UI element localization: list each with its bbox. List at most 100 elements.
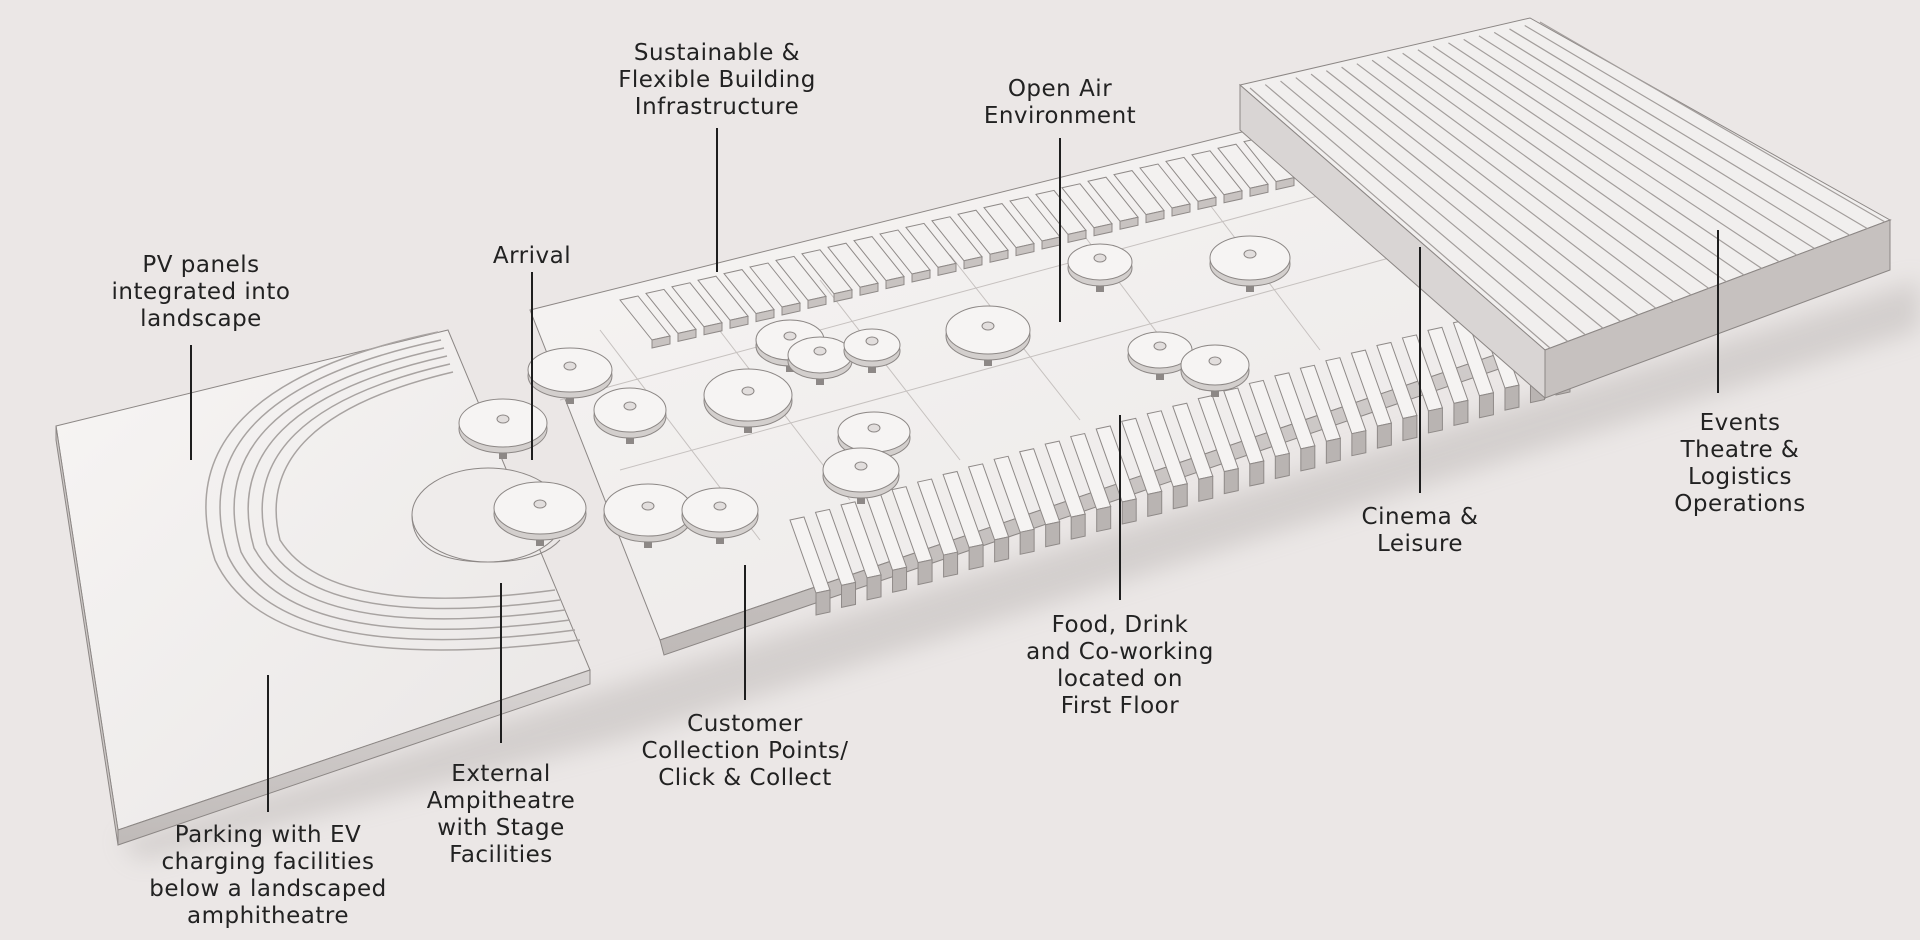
south-fin-edge bbox=[841, 581, 857, 609]
south-fin-edge bbox=[917, 559, 933, 586]
label-parking: Parking with EV charging facilities belo… bbox=[149, 822, 387, 929]
theatre-rib bbox=[1280, 80, 1586, 336]
pod-cap bbox=[533, 499, 547, 509]
leader-lines bbox=[190, 128, 1719, 812]
north-fin-edge bbox=[1119, 216, 1139, 230]
south-fin-edge bbox=[892, 566, 908, 593]
north-fin-edge bbox=[1171, 203, 1191, 217]
south-fin-edge bbox=[1504, 384, 1520, 411]
north-fin-edge bbox=[1249, 183, 1269, 197]
south-fin-edge bbox=[1172, 483, 1188, 510]
pod-cap bbox=[854, 461, 868, 471]
south-fin-edge bbox=[1096, 505, 1112, 533]
south-fin-edge bbox=[815, 589, 831, 616]
north-fin-edge bbox=[885, 275, 905, 290]
pod-cap bbox=[867, 423, 881, 433]
label-open-air: Open Air Environment bbox=[983, 76, 1137, 129]
theatre-rib bbox=[1463, 38, 1798, 256]
label-food-drink: Food, Drink and Co-working located on Fi… bbox=[1026, 612, 1214, 719]
south-fin-edge bbox=[1019, 528, 1035, 555]
theatre-rib bbox=[1493, 31, 1833, 243]
label-events-theatre: Events Theatre & Logistics Operations bbox=[1674, 410, 1806, 517]
south-fin-edge bbox=[1402, 414, 1418, 442]
theatre-rib bbox=[1524, 24, 1868, 230]
north-fin-edge bbox=[703, 322, 723, 336]
south-fin-edge bbox=[1249, 460, 1265, 487]
pod-cap bbox=[623, 401, 637, 411]
theatre-rib bbox=[1432, 45, 1762, 269]
south-fin-edge bbox=[1223, 468, 1239, 495]
north-fin-edge bbox=[937, 262, 957, 277]
south-fin-edge bbox=[1147, 490, 1163, 517]
theatre-rib bbox=[1249, 87, 1551, 349]
north-fin-edge bbox=[911, 269, 931, 283]
pod-cap bbox=[813, 346, 827, 356]
label-sustainable: Sustainable & Flexible Building Infrastr… bbox=[618, 40, 816, 120]
pod-cap bbox=[713, 501, 727, 511]
label-cinema: Cinema & Leisure bbox=[1361, 504, 1479, 557]
pod-cap bbox=[563, 361, 577, 371]
south-fin-edge bbox=[1351, 430, 1367, 457]
pod-cap bbox=[1093, 253, 1107, 263]
parking-plinth bbox=[55, 329, 591, 846]
south-fin-edge bbox=[943, 551, 959, 578]
north-fin-edge bbox=[677, 328, 697, 343]
pod-cap bbox=[641, 501, 655, 511]
south-fin-edge bbox=[1478, 392, 1494, 419]
theatre-rib bbox=[1371, 59, 1692, 296]
amphitheatre-steps bbox=[205, 331, 581, 651]
north-fin-edge bbox=[1093, 223, 1113, 237]
north-fin-edge bbox=[1197, 196, 1217, 211]
north-fin-edge bbox=[807, 295, 827, 310]
pod-cap bbox=[496, 414, 510, 424]
canopy-pods bbox=[458, 235, 1291, 548]
pod-cap bbox=[1208, 356, 1222, 366]
pod-cap bbox=[1153, 341, 1167, 351]
south-fin-edge bbox=[1045, 521, 1061, 548]
south-fin-edge bbox=[1070, 513, 1086, 540]
theatre-rib bbox=[1295, 77, 1604, 329]
theatre-rib bbox=[1417, 49, 1745, 276]
theatre-rib bbox=[1402, 52, 1727, 283]
label-external-amphitheatre: External Ampitheatre with Stage Faciliti… bbox=[426, 761, 576, 868]
pod-cap bbox=[783, 331, 797, 341]
south-fin-edge bbox=[968, 543, 984, 571]
pod-cap bbox=[1243, 249, 1257, 259]
theatre-rib bbox=[1325, 70, 1639, 316]
south-fin-edge bbox=[1427, 407, 1443, 434]
theatre-rib bbox=[1356, 63, 1674, 303]
north-fin-edge bbox=[755, 308, 775, 323]
theatre-rib bbox=[1387, 56, 1710, 289]
south-fin-edge bbox=[1376, 422, 1392, 449]
north-fin-edge bbox=[833, 289, 853, 303]
pod-cap bbox=[741, 386, 755, 396]
south-fin-edge bbox=[1300, 445, 1316, 472]
pod-cap bbox=[865, 336, 879, 346]
north-fin-edge bbox=[1275, 176, 1295, 191]
south-fin-edge bbox=[1325, 437, 1341, 464]
north-fin-edge bbox=[859, 282, 879, 296]
theatre-rib bbox=[1539, 21, 1886, 223]
north-fin-edge bbox=[651, 335, 671, 349]
pod-cap bbox=[981, 321, 995, 331]
theatre-rib bbox=[1264, 84, 1569, 342]
theatre-rib bbox=[1478, 35, 1815, 250]
south-fin-edge bbox=[1198, 475, 1214, 502]
ground-shadow bbox=[120, 280, 1920, 860]
north-fin-edge bbox=[1067, 229, 1087, 244]
theatre-rib bbox=[1509, 28, 1851, 236]
north-fin-edge bbox=[781, 302, 801, 316]
label-customer-collection: Customer Collection Points/ Click & Coll… bbox=[641, 711, 849, 791]
north-fin-edge bbox=[1015, 242, 1035, 257]
label-pv-panels: PV panels integrated into landscape bbox=[111, 252, 291, 332]
north-fin-edge bbox=[1223, 190, 1243, 204]
theatre-rib bbox=[1341, 66, 1657, 309]
south-fin-edge bbox=[1121, 498, 1137, 525]
south-fin-edge bbox=[994, 536, 1010, 563]
south-fin-edge bbox=[1453, 399, 1469, 426]
north-fin-edge bbox=[1145, 209, 1165, 224]
north-fin-edge bbox=[729, 315, 749, 329]
south-fin-edge bbox=[1274, 452, 1290, 480]
theatre-rib bbox=[1310, 73, 1621, 322]
